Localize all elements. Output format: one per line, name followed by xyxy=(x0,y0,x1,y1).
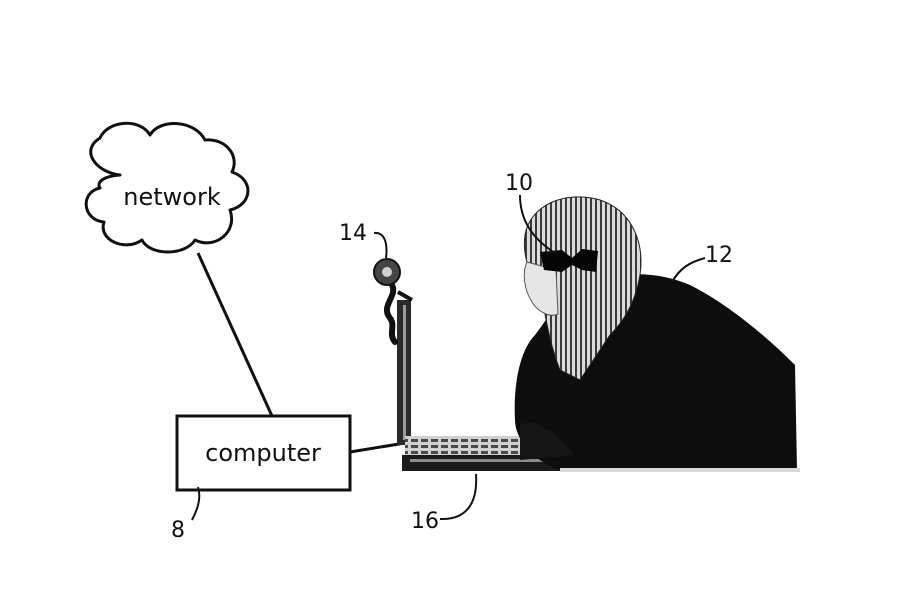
webcam-image xyxy=(373,258,413,345)
network-cloud-outline xyxy=(84,121,250,254)
ref-10-label: 10 xyxy=(505,171,533,196)
ref-10: 10 xyxy=(505,171,559,256)
ref-16-leader xyxy=(439,473,478,521)
ref-8-leader xyxy=(191,486,201,521)
laptop-cable-line xyxy=(349,441,406,454)
ref-14-label: 14 xyxy=(339,221,367,246)
laptop-keyboard xyxy=(405,436,555,456)
user-face xyxy=(523,261,559,316)
network-link-line xyxy=(196,252,274,417)
ref-16: 16 xyxy=(411,473,478,534)
ref-12-label: 12 xyxy=(705,243,733,268)
ref-12: 12 xyxy=(671,243,733,283)
computer-box-outline xyxy=(175,414,352,492)
user-figure xyxy=(514,196,800,472)
webcam-stand xyxy=(383,282,398,345)
network-cloud: network xyxy=(84,121,250,254)
ref-14-leader xyxy=(373,231,388,259)
ref-8-label: 8 xyxy=(171,518,185,543)
ref-16-label: 16 xyxy=(411,509,439,534)
network-label: network xyxy=(123,183,221,211)
ref-8: 8 xyxy=(171,486,201,543)
computer-label: computer xyxy=(205,439,321,467)
ref-12-leader xyxy=(671,257,706,283)
headset-device xyxy=(540,249,598,272)
ref-14: 14 xyxy=(339,221,388,259)
computer-box: computer xyxy=(175,414,352,492)
ref-10-leader xyxy=(519,194,559,256)
laptop-image xyxy=(397,300,560,471)
